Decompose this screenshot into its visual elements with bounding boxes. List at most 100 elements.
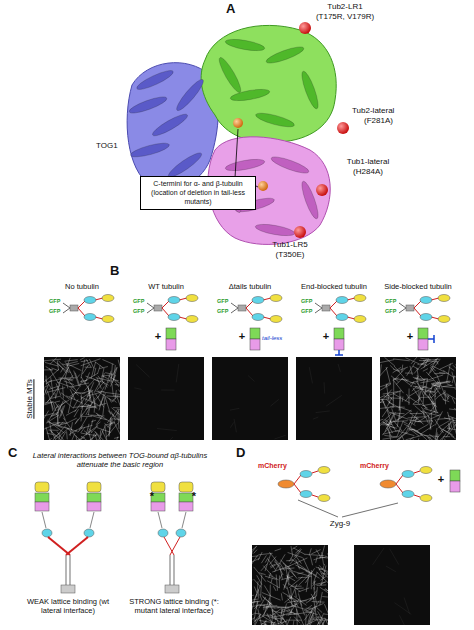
microtubule bbox=[452, 376, 454, 383]
microtubule bbox=[310, 555, 312, 565]
microtubule bbox=[84, 372, 89, 384]
coiled-coil bbox=[70, 305, 78, 311]
beta-tubulin-icon bbox=[179, 493, 193, 502]
microtubule bbox=[275, 549, 282, 551]
microtubule bbox=[279, 575, 280, 588]
microtubule bbox=[309, 367, 312, 383]
microtubule bbox=[380, 402, 384, 404]
microtubule bbox=[58, 435, 60, 440]
microtubule bbox=[396, 431, 414, 436]
microtubule bbox=[60, 406, 66, 420]
microtubule bbox=[324, 589, 328, 592]
gfp-tag: GFP bbox=[301, 308, 312, 314]
alpha-tubulin-icon bbox=[450, 481, 460, 492]
microtubule bbox=[418, 391, 420, 403]
label-text: TOG1 bbox=[96, 141, 118, 150]
coiled-coil bbox=[238, 305, 246, 311]
microtubule bbox=[64, 381, 74, 385]
beta-tubulin-icon bbox=[334, 328, 344, 339]
microtubule bbox=[96, 378, 112, 382]
microtubule bbox=[113, 399, 117, 402]
microtubule bbox=[94, 380, 101, 393]
microtubule bbox=[263, 566, 273, 577]
microtubule bbox=[305, 614, 307, 625]
domain-oval bbox=[420, 467, 432, 474]
microtubule bbox=[101, 375, 112, 376]
microtubule bbox=[270, 399, 278, 406]
microtubule bbox=[66, 431, 68, 439]
microtubule bbox=[44, 402, 53, 406]
micrograph-ground bbox=[380, 357, 456, 440]
microtubule bbox=[311, 550, 320, 554]
domain-oval bbox=[300, 471, 312, 478]
microtubule bbox=[81, 425, 93, 428]
illustration-part bbox=[255, 110, 296, 129]
domain-oval bbox=[402, 471, 414, 478]
microtubule bbox=[252, 601, 258, 604]
microtubule bbox=[280, 560, 293, 572]
microtubule bbox=[324, 614, 328, 615]
illustration-part bbox=[130, 140, 171, 159]
microtubule bbox=[322, 545, 325, 556]
microtubule bbox=[66, 410, 76, 415]
microtubule bbox=[259, 573, 266, 575]
linker-line bbox=[66, 537, 88, 555]
microtubule bbox=[248, 376, 254, 382]
microtubule bbox=[443, 436, 450, 437]
column-heading: End-blocked tubulin bbox=[301, 283, 367, 292]
label-text: Stable MTs bbox=[25, 379, 34, 419]
microtubule bbox=[449, 367, 455, 371]
microtubule bbox=[386, 566, 396, 572]
illustration-part bbox=[63, 295, 460, 518]
microtubule bbox=[415, 406, 425, 414]
microtubule bbox=[55, 424, 70, 429]
microtubule bbox=[327, 554, 328, 562]
linker-line bbox=[298, 500, 338, 517]
microtubule bbox=[303, 625, 311, 626]
microtubule bbox=[380, 367, 388, 376]
microtubule bbox=[308, 615, 314, 625]
microtubule bbox=[53, 422, 66, 423]
microtubule bbox=[59, 422, 63, 426]
linker-line bbox=[65, 555, 66, 585]
microtubule bbox=[114, 422, 120, 440]
microtubule bbox=[313, 417, 318, 419]
microtubule bbox=[405, 397, 408, 401]
microtubule bbox=[79, 417, 87, 430]
tog-domain bbox=[87, 482, 101, 492]
microtubule bbox=[446, 394, 456, 405]
microtubule bbox=[161, 390, 174, 391]
microtubule bbox=[405, 358, 418, 364]
microtubule bbox=[61, 393, 70, 400]
microtubule bbox=[275, 560, 283, 575]
microtubule bbox=[410, 413, 422, 414]
microtubule bbox=[65, 360, 78, 362]
microtubule bbox=[67, 365, 74, 379]
domain-oval bbox=[354, 316, 366, 323]
microtubule bbox=[384, 391, 402, 397]
microtubule bbox=[81, 397, 91, 409]
microtubule bbox=[114, 437, 119, 438]
microtubule bbox=[49, 368, 60, 386]
callout-box: C-termini for α- and β-tubulin (location… bbox=[140, 176, 256, 210]
microtubule bbox=[389, 421, 407, 422]
microtubule bbox=[301, 624, 309, 625]
microtubule bbox=[287, 574, 288, 582]
linker-line bbox=[90, 512, 94, 528]
microtubule bbox=[108, 411, 120, 421]
microtubule bbox=[288, 552, 303, 557]
micrograph bbox=[212, 357, 288, 440]
microtubule bbox=[271, 606, 289, 608]
micrograph-ground bbox=[128, 357, 204, 440]
beta-tubulin-icon bbox=[450, 470, 460, 481]
microtubule bbox=[101, 368, 104, 379]
microtubule bbox=[373, 548, 384, 565]
linker-line bbox=[414, 495, 420, 497]
illustration-part bbox=[265, 44, 306, 66]
linker-line bbox=[414, 301, 421, 308]
microtubule bbox=[74, 371, 79, 387]
microtubule bbox=[105, 423, 115, 426]
microtubule bbox=[252, 614, 254, 618]
microtubule bbox=[423, 391, 435, 406]
microtubule bbox=[434, 373, 448, 374]
